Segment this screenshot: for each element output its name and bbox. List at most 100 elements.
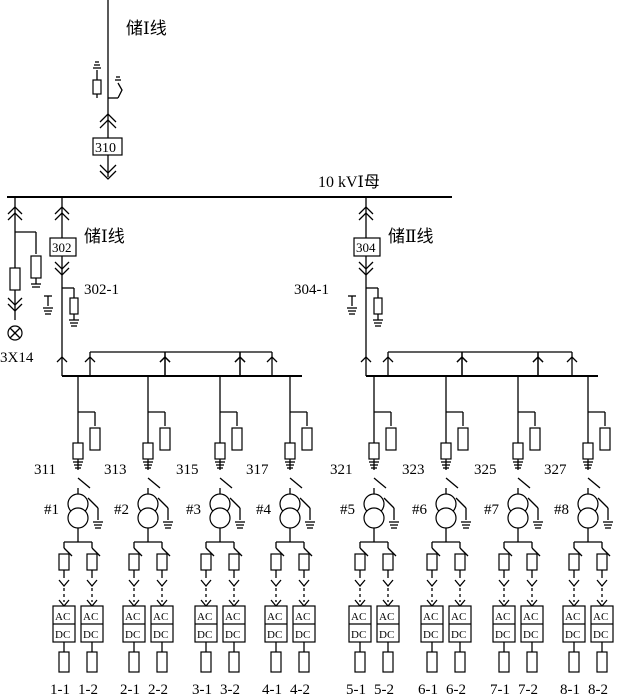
unit-switch-label: 311 — [34, 462, 56, 478]
converter-dc-label: DC — [55, 629, 70, 641]
load-box — [156, 651, 168, 673]
load-box — [526, 651, 538, 673]
output-label: 1-1 — [50, 682, 70, 698]
converter-dc-label: DC — [523, 629, 538, 641]
converter-ac-label: AC — [351, 611, 366, 623]
converter-dc-label: DC — [423, 629, 438, 641]
incoming-breaker-label: 310 — [95, 141, 116, 156]
converter-box: AC DC — [492, 605, 516, 643]
output-label: 8-1 — [560, 682, 580, 698]
transformer-label: #7 — [484, 502, 500, 518]
converter-box: AC DC — [420, 605, 444, 643]
load-box — [128, 651, 140, 673]
converter-dc-label: DC — [125, 629, 140, 641]
output-label: 5-1 — [346, 682, 366, 698]
converter-dc-label: DC — [83, 629, 98, 641]
transformer-label: #5 — [340, 502, 355, 518]
converter-dc-label: DC — [451, 629, 466, 641]
converter-ac-label: AC — [523, 611, 538, 623]
load-box — [228, 651, 240, 673]
load-box — [86, 651, 98, 673]
converter-dc-label: DC — [295, 629, 310, 641]
load-box — [596, 651, 608, 673]
converter-ac-label: AC — [197, 611, 212, 623]
feeder-line-label: 储Ⅰ线 — [84, 227, 125, 246]
transformer-label: #1 — [44, 502, 59, 518]
output-label: 6-2 — [446, 682, 466, 698]
converter-ac-label: AC — [379, 611, 394, 623]
load-box — [382, 651, 394, 673]
load-box — [270, 651, 282, 673]
unit-switch-label: 323 — [402, 462, 425, 478]
converter-ac-label: AC — [451, 611, 466, 623]
output-label: 8-2 — [588, 682, 608, 698]
converter-ac-label: AC — [125, 611, 140, 623]
output-label: 7-2 — [518, 682, 538, 698]
converter-ac-label: AC — [423, 611, 438, 623]
output-label: 2-1 — [120, 682, 140, 698]
feeder-switch-label: 304-1 — [294, 282, 329, 298]
feeder-breaker-label: 304 — [356, 240, 376, 255]
converter-box: AC DC — [122, 605, 146, 643]
converter-ac-label: AC — [565, 611, 580, 623]
converter-ac-label: AC — [495, 611, 510, 623]
converter-dc-label: DC — [495, 629, 510, 641]
output-label: 3-2 — [220, 682, 240, 698]
transformer-label: #3 — [186, 502, 201, 518]
converter-box: AC DC — [590, 605, 614, 643]
converter-dc-label: DC — [351, 629, 366, 641]
load-box — [298, 651, 310, 673]
load-box — [200, 651, 212, 673]
converter-ac-label: AC — [225, 611, 240, 623]
output-label: 5-2 — [374, 682, 394, 698]
load-box — [568, 651, 580, 673]
converter-box: AC DC — [194, 605, 218, 643]
load-box — [454, 651, 466, 673]
feeder-breaker-box — [353, 237, 381, 257]
converter-ac-label: AC — [593, 611, 608, 623]
converter-dc-label: DC — [197, 629, 212, 641]
feeder-breaker-label: 302 — [52, 240, 72, 255]
load-box — [354, 651, 366, 673]
transformer-label: #8 — [554, 502, 569, 518]
output-label: 4-2 — [290, 682, 310, 698]
transformer-label: #4 — [256, 502, 272, 518]
unit-switch-label: 317 — [246, 462, 269, 478]
load-box — [498, 651, 510, 673]
unit-5: 321 #5AC DC 5-1 AC DC 5-2 — [330, 376, 400, 698]
output-label: 2-2 — [148, 682, 168, 698]
output-label: 3-1 — [192, 682, 212, 698]
output-label: 7-1 — [490, 682, 510, 698]
converter-ac-label: AC — [83, 611, 98, 623]
converter-dc-label: DC — [153, 629, 168, 641]
unit-switch-label: 325 — [474, 462, 497, 478]
unit-group: 311#1ACDC1-1ACDC1-2313#2ACDC2-1ACDC2-231… — [34, 376, 614, 698]
load-box — [58, 651, 70, 673]
feeder-branch-2: 304 储Ⅱ线 304-1 — [294, 197, 598, 377]
converter-ac-label: AC — [55, 611, 70, 623]
pt-label: 3X14 — [0, 350, 34, 366]
pt-branch: 3X14 — [0, 197, 42, 366]
unit-7: 325 #7AC DC 7-1 AC DC 7-2 — [474, 376, 544, 698]
converter-box: AC DC — [448, 605, 472, 643]
converter-dc-label: DC — [593, 629, 608, 641]
unit-switch-label: 321 — [330, 462, 353, 478]
feeder-breaker-box — [49, 237, 77, 257]
transformer-label: #2 — [114, 502, 129, 518]
converter-box: AC DC — [80, 605, 104, 643]
incoming-line-label: 储Ⅰ线 — [126, 19, 167, 38]
feeder-line-label: 储Ⅱ线 — [388, 227, 434, 246]
converter-dc-label: DC — [379, 629, 394, 641]
